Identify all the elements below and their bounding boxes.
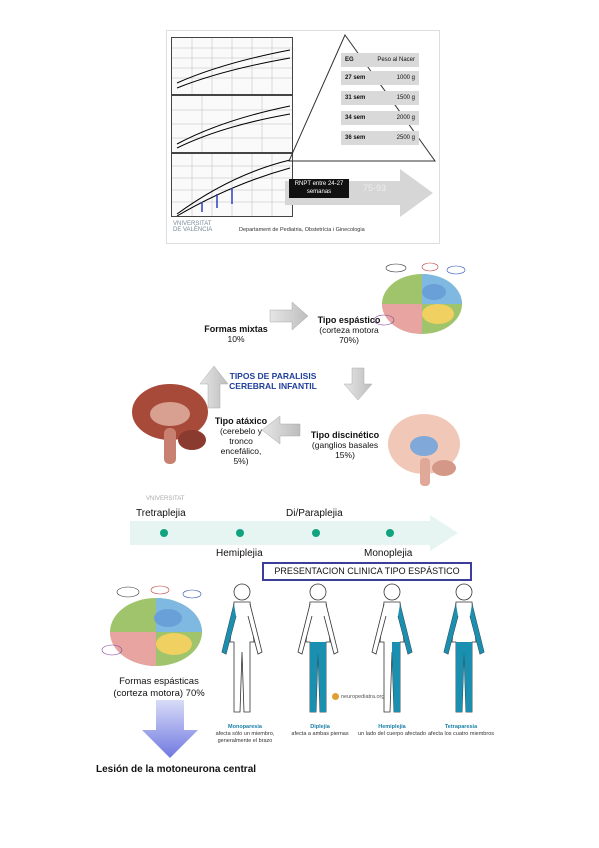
down-arrow-blue xyxy=(142,700,198,758)
growth-curves xyxy=(172,154,292,217)
percent-label: 75-93 xyxy=(363,183,387,193)
brain-lateral-image xyxy=(373,262,466,334)
body-figures xyxy=(221,583,485,713)
growth-chart-slide: VNIVERSITAT DE VALÈNCIA Departament de P… xyxy=(166,30,440,244)
tipo-espastico-label: Tipo espástico(corteza motora 70%) xyxy=(317,315,381,345)
cycle-title: TIPOS DE PARALISIS CEREBRAL INFANTIL xyxy=(229,371,317,391)
site-logo: neuropediatra.org xyxy=(332,693,384,700)
timeline-dot xyxy=(236,529,244,537)
timeline-dot xyxy=(312,529,320,537)
rnpt-label: RNPT entre 24-27 semanas xyxy=(289,179,349,198)
timeline-label-monoplejia: Monoplejia xyxy=(364,548,413,559)
brain-basal-ganglia-image xyxy=(388,414,460,486)
growth-curves xyxy=(172,96,292,152)
university-logo: VNIVERSITAT DE VALÈNCIA xyxy=(173,221,213,233)
formas-espasticas-caption: Formas espásticas (corteza motora) 70% xyxy=(113,676,205,699)
timeline-dot xyxy=(386,529,394,537)
timeline-label-hemiplejia: Hemiplejia xyxy=(216,548,263,559)
lesion-caption: Lesión de la motoneurona central xyxy=(96,764,257,775)
timeline-arrow xyxy=(130,515,458,551)
cycle-arrows xyxy=(199,301,373,445)
site-icon xyxy=(332,693,339,700)
growth-chart-panel xyxy=(171,153,293,217)
department-caption: Departament de Pediatria, Obstetrícia i … xyxy=(239,227,365,233)
brain-lateral-image-2 xyxy=(101,585,202,666)
growth-chart-panel xyxy=(171,37,293,95)
growth-curves xyxy=(172,38,292,94)
timeline-watermark: VNIVERSITAT xyxy=(146,496,185,502)
tipo-ataxico-label: Tipo atáxico(cerebelo y tronco encefálic… xyxy=(214,416,268,466)
brain-cerebellum-image xyxy=(132,384,208,464)
tipo-discinetico-label: Tipo discinético(ganglios basales 15%) xyxy=(310,430,380,460)
presentation-title: PRESENTACION CLINICA TIPO ESPÁSTICO xyxy=(262,562,472,581)
growth-chart-panel xyxy=(171,95,293,153)
timeline-label-tetraplejia: Tretraplejia xyxy=(136,508,186,519)
timeline-dot xyxy=(160,529,168,537)
timeline-label-diplejia: Di/Paraplejia xyxy=(286,508,343,519)
